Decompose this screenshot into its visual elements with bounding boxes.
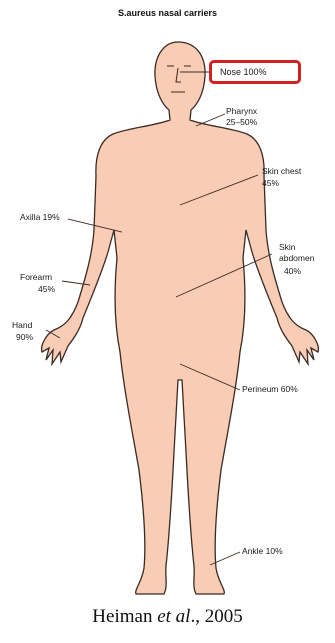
label-skin-chest-pct: 45% bbox=[262, 178, 279, 188]
label-axilla: Axilla 19% bbox=[20, 212, 60, 222]
label-hand: Hand bbox=[12, 320, 32, 330]
diagram-title: S.aureus nasal carriers bbox=[0, 8, 335, 18]
label-forearm-pct: 45% bbox=[38, 284, 55, 294]
label-skin-abdomen-2: abdomen bbox=[279, 253, 314, 263]
label-perineum: Perineum 60% bbox=[242, 384, 298, 394]
label-skin-chest: Skin chest bbox=[262, 166, 301, 176]
body-silhouette bbox=[42, 42, 319, 594]
caption-etal: et al bbox=[157, 606, 190, 627]
label-hand-pct: 90% bbox=[16, 332, 33, 342]
label-ankle: Ankle 10% bbox=[242, 546, 283, 556]
label-skin-abdomen: Skin bbox=[279, 242, 296, 252]
citation-caption: Heiman et al., 2005 bbox=[0, 606, 335, 628]
caption-year: ., 2005 bbox=[190, 606, 242, 627]
label-forearm: Forearm bbox=[20, 272, 52, 282]
caption-author: Heiman bbox=[92, 606, 157, 627]
leader-pharynx bbox=[196, 114, 225, 126]
label-skin-abdomen-pct: 40% bbox=[284, 266, 301, 276]
label-pharynx: Pharynx bbox=[226, 106, 257, 116]
label-pharynx-pct: 25–50% bbox=[226, 117, 257, 127]
label-nose: Nose 100% bbox=[220, 67, 267, 77]
